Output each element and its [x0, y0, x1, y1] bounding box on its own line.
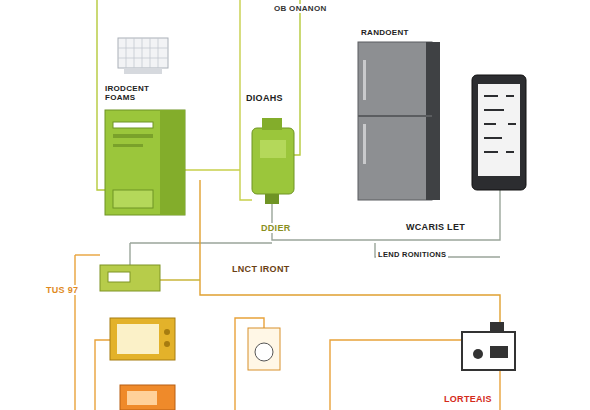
- scale-device: [462, 322, 515, 370]
- meter: [248, 328, 280, 370]
- wires: [75, 0, 500, 410]
- tower-slot: [113, 134, 153, 138]
- wire: [130, 242, 272, 243]
- text-label: WCARIS LET: [404, 222, 467, 232]
- fridge-handle: [363, 124, 366, 164]
- panel-base: [124, 68, 162, 74]
- monitor-screen: [117, 324, 159, 354]
- tower-side: [160, 110, 185, 215]
- wire: [129, 243, 130, 265]
- tower-slot: [113, 144, 143, 147]
- text-label: LORTEAIS: [442, 394, 494, 404]
- solar-panel: [118, 38, 168, 74]
- monitor-knob: [164, 341, 170, 347]
- text-label: DDIER: [259, 223, 293, 233]
- text-label: RANDOENT: [359, 28, 411, 37]
- wire: [74, 255, 75, 410]
- monitor-knob: [164, 329, 170, 335]
- wire: [185, 169, 240, 170]
- meter-dial: [255, 343, 273, 361]
- tablet-screen: [478, 84, 520, 176]
- text-label: LEND RONITIONS: [376, 251, 448, 260]
- wire: [95, 340, 110, 410]
- heater: [120, 385, 175, 410]
- text-label: TUS 97: [44, 285, 80, 295]
- tower-slot: [113, 122, 153, 128]
- refrigerator: [358, 42, 440, 200]
- tower-panel: [113, 190, 153, 208]
- tablet-body: [472, 75, 526, 190]
- wire: [499, 370, 500, 410]
- adapter-plug: [265, 194, 279, 204]
- device-display: [490, 346, 508, 358]
- text-label: OB ONANON: [272, 4, 328, 13]
- pc-tower: [105, 110, 185, 215]
- adapter-top: [262, 118, 282, 130]
- heater-window: [127, 391, 157, 405]
- wire: [200, 180, 500, 322]
- adapter-panel: [260, 140, 286, 158]
- fridge-split: [358, 115, 432, 117]
- device-top: [490, 322, 504, 332]
- router-body: [100, 265, 160, 291]
- text-label: IRODCENT FOAMS: [103, 84, 173, 102]
- router-panel: [108, 272, 130, 282]
- router: [100, 265, 160, 291]
- panel-body: [118, 38, 168, 68]
- device-knob: [473, 349, 483, 359]
- adapter-body: [252, 128, 294, 194]
- text-label: LNCT IRONT: [230, 264, 292, 274]
- heater-body: [120, 385, 175, 410]
- tablet-icons: [484, 96, 516, 152]
- power-adapter: [252, 118, 294, 204]
- wire: [160, 279, 200, 280]
- meter-body: [248, 328, 280, 370]
- device-body: [462, 332, 515, 370]
- monitor: [110, 318, 175, 360]
- fridge-handle: [363, 60, 366, 100]
- monitor-body: [110, 318, 175, 360]
- text-label: DIOAHS: [244, 93, 285, 103]
- tower-body: [105, 110, 185, 215]
- wire: [75, 254, 100, 255]
- control-tablet: [472, 75, 526, 190]
- fridge-body: [358, 42, 432, 200]
- fridge-side: [426, 42, 440, 200]
- panel-grid: [118, 38, 168, 68]
